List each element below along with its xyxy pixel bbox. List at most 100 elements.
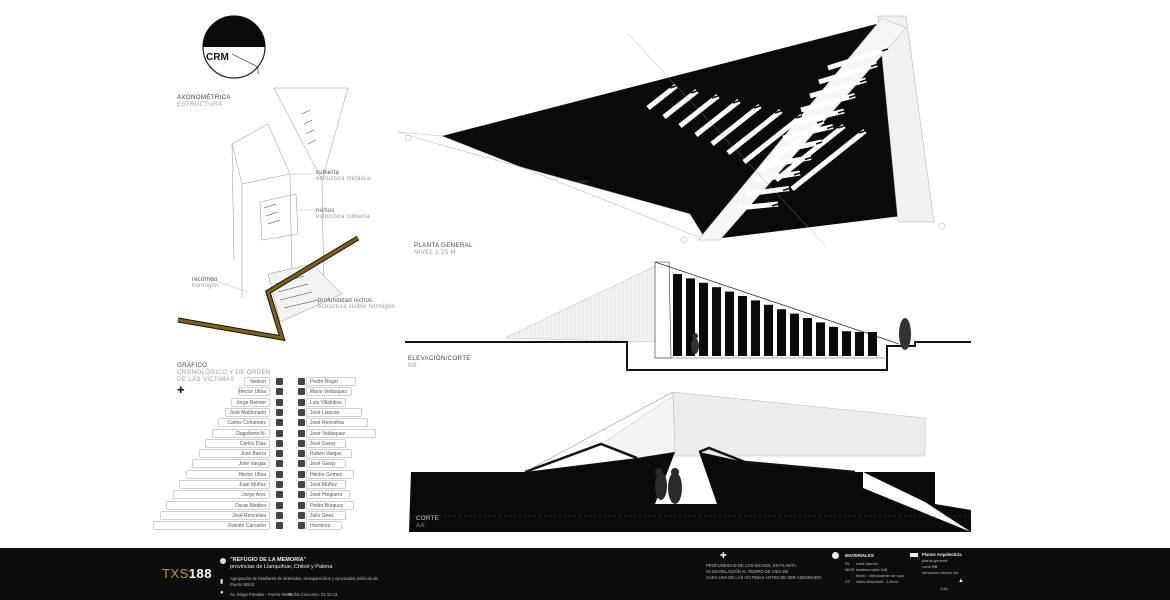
elevation-niche-upper (803, 318, 812, 340)
plan-niche-bar (809, 77, 867, 99)
victim-name-right: José Llancao (306, 407, 362, 417)
plan-niche-bar (800, 93, 856, 113)
elevation-niche-lower (777, 332, 786, 356)
victim-name-right: José Renceliva (306, 418, 368, 428)
victim-name-left: José Maldonado (224, 407, 270, 417)
axo-label-1-title: cubierta (316, 170, 339, 176)
victim-tag-icon (298, 511, 305, 519)
plan-niche-bar (773, 139, 823, 155)
note-line-1: PROFUNDIDAD DE LOS NICHOS, EN PLANTA, (706, 563, 798, 568)
victim-tag-icon (298, 429, 305, 437)
material-4-code: VT (845, 579, 851, 584)
plan-niche-bar (764, 155, 812, 169)
project-desc-1: Agrupación de familiares de detenidos, d… (230, 576, 378, 581)
plan-niche-bar (646, 84, 678, 110)
elevation-drawing (405, 261, 971, 371)
elevation-niche-lower (790, 332, 799, 356)
victim-name-left: Jorge Arce (172, 490, 270, 500)
note-line-3: CADA UNA DE LAS VÍCTIMAS ANTES DE SER AS… (706, 575, 822, 580)
elevation-niche-lower (829, 332, 838, 356)
axo-label-1-sub: estructura metálica (316, 176, 371, 182)
info-icon (220, 558, 226, 564)
elevation-niche-lower (764, 332, 773, 356)
legend-line-3: elevación interior AA (922, 570, 959, 575)
plan-niche-bar (827, 46, 889, 71)
elevation-niche-upper (764, 304, 773, 338)
victim-name-right: José Garay (306, 459, 346, 469)
victim-name-right: Héctor Gómez (306, 469, 354, 479)
crm-logo (202, 15, 266, 79)
axo-label-2-sub: estructura cubierta (316, 214, 370, 220)
elevation-niche-lower (842, 332, 851, 356)
elevation-subtitle: BB' (408, 362, 419, 369)
project-subtitle: provincias de Llanquihue, Chiloé y Palen… (230, 564, 333, 570)
group-icon: ▮ (220, 579, 224, 585)
plan-niche-bar (755, 170, 801, 183)
plan-niche-mark (690, 90, 698, 94)
axonometric-subtitle: ESTRUCTURA (177, 101, 223, 108)
axo-label-2-title: nichos (316, 208, 335, 214)
plan-niche-mark (859, 79, 867, 83)
plan-niche-bar (746, 186, 790, 197)
elevation-niche-lower (673, 332, 682, 356)
plan-niche-mark (815, 141, 823, 145)
elevation-niche-upper (790, 313, 799, 340)
section-subtitle: AA' (416, 522, 427, 529)
plan-niche-mark (804, 156, 812, 161)
plan-niche-mark (858, 130, 866, 134)
victim-tag-icon (276, 481, 283, 488)
victim-name-right: Pedro Rogel (306, 377, 356, 386)
plan-niche-mark (816, 120, 824, 124)
victim-name-left: Jorge Reimer (231, 397, 270, 407)
material-1-text: roble laurelo (856, 561, 879, 566)
plan-niche-mark (753, 105, 761, 109)
plus-icon: ✚ (720, 551, 727, 560)
victim-tag-icon (298, 481, 305, 488)
site-plan (398, 15, 946, 246)
victim-tag-icon (298, 378, 305, 385)
plan-niche-mark (732, 100, 740, 104)
material-2-code: MMS (845, 567, 855, 572)
axonometric-drawing (177, 87, 360, 342)
plan-niche-mark (848, 94, 856, 99)
plan-niche-mark (771, 203, 779, 207)
victim-name-left: Héctor Ulloa (237, 387, 270, 397)
plan-niche-bar (791, 108, 845, 127)
grafico-subtitle-1: CRONOLÓGICO Y DE ORDEN (177, 369, 271, 376)
victim-tag-icon (276, 378, 283, 385)
plan-niche-mark (774, 110, 782, 114)
victim-name-right: Luis Villalobos (306, 397, 346, 407)
axo-label-4-title: profundidad nichos (318, 298, 373, 304)
section-title: CORTE (416, 515, 440, 522)
materials-title: MATERIALES (845, 553, 874, 558)
victim-tag-icon (276, 511, 283, 519)
victim-name-left: José Vargas (192, 459, 270, 469)
plan-niche-mark (669, 85, 677, 89)
victim-tag-icon (298, 522, 305, 530)
footer-bar: TXS188 "REFUGIO DE LA MEMORIA" provincia… (0, 548, 1170, 600)
plan-title: PLANTA GENERAL (414, 242, 473, 249)
elevation-niche-lower (738, 332, 747, 356)
plan-niche-bar (774, 124, 846, 182)
plan-niche-mark (795, 115, 803, 119)
elevation-niche-lower (686, 332, 695, 356)
scale-label: 1:50 (940, 586, 948, 591)
victim-name-right: José Muñoz (306, 480, 346, 489)
victim-tag-icon (276, 419, 283, 427)
elevation-niche-upper (816, 322, 825, 341)
plan-niche-bar (790, 129, 867, 191)
elevation-niche-upper (712, 287, 721, 335)
victim-tag-icon (298, 439, 305, 447)
victim-name-right: Hombres (306, 521, 342, 531)
legend-swatch (910, 553, 918, 557)
plan-niche-bar (662, 89, 699, 119)
elevation-niche-upper (699, 282, 708, 334)
plan-niche-mark (870, 63, 878, 68)
victim-tag-icon (276, 408, 283, 416)
victim-tag-icon (276, 388, 283, 396)
victim-tag-icon (276, 522, 283, 530)
project-desc-2: Puerto Montt (230, 582, 254, 587)
grafico-subtitle-2: DE LAS VÍCTIMAS (177, 376, 235, 383)
plan-niche-bar (678, 94, 720, 128)
plan-path-label: calle (578, 179, 589, 184)
